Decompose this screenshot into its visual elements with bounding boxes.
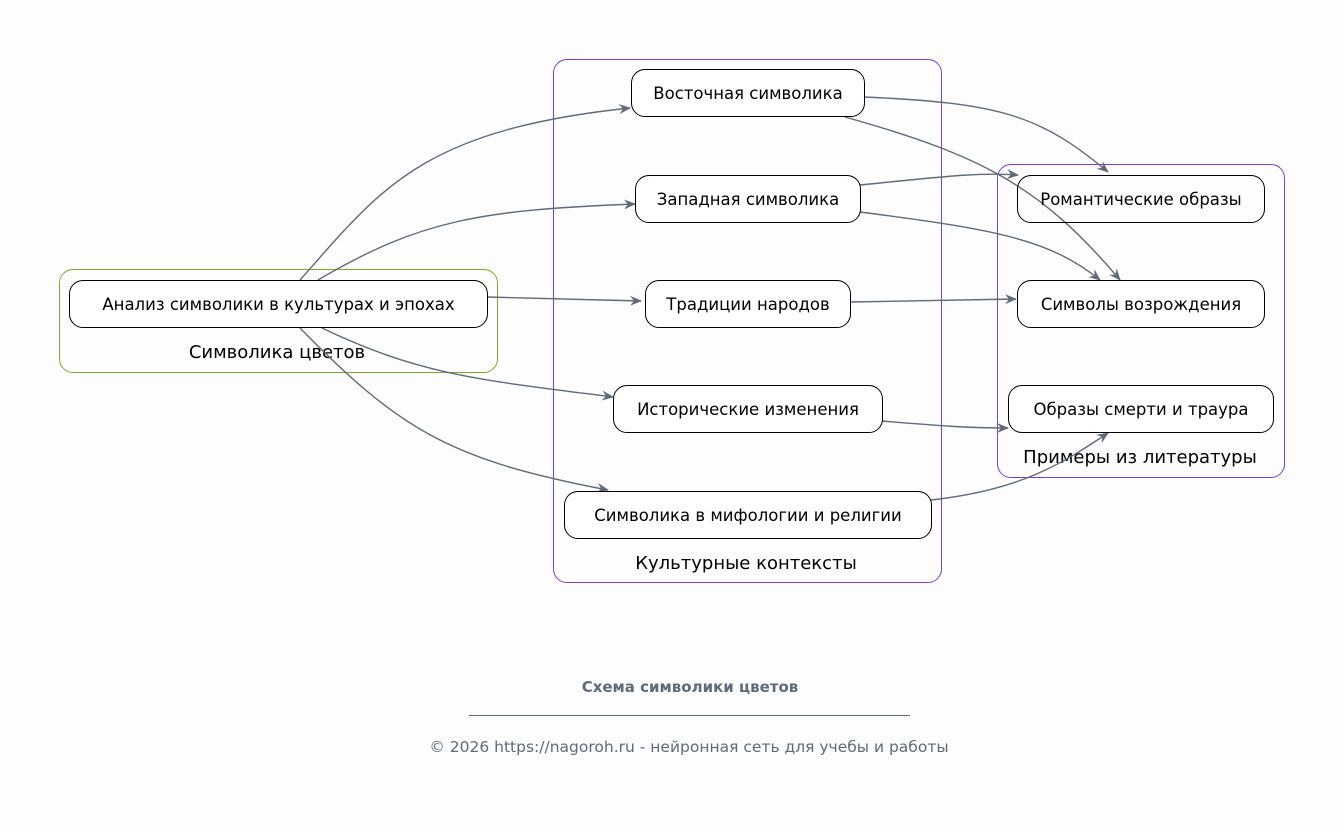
cluster-contexts <box>553 59 942 583</box>
cluster-colors <box>59 269 498 373</box>
edge-analysis-eastern <box>299 104 631 281</box>
edge-western-revival <box>859 211 1101 281</box>
cluster-examples <box>997 164 1285 478</box>
edge-analysis-mythology <box>299 327 609 493</box>
cluster-colors-label: Символика цветов <box>188 342 366 363</box>
edge-analysis-traditions <box>486 295 642 306</box>
node-mythology[interactable]: Символика в мифологии и религии <box>564 491 932 539</box>
node-traditions[interactable]: Традиции народов <box>645 280 851 328</box>
node-death[interactable]: Образы смерти и траура <box>1008 385 1274 433</box>
edge-mythology-death <box>930 432 1109 501</box>
cluster-contexts-label: Культурные контексты <box>635 553 857 574</box>
footer-title: Схема символики цветов <box>581 678 799 696</box>
node-analysis[interactable]: Анализ символики в культурах и эпохах <box>69 280 488 328</box>
edge-historical-death <box>881 420 1009 433</box>
edge-traditions-revival <box>849 294 1017 305</box>
footer-divider <box>469 715 910 716</box>
edge-western-romantic <box>859 169 1019 186</box>
edge-eastern-romantic <box>863 96 1109 173</box>
node-romantic[interactable]: Романтические образы <box>1017 175 1265 223</box>
node-revival[interactable]: Символы возрождения <box>1017 280 1265 328</box>
node-historical[interactable]: Исторические изменения <box>613 385 883 433</box>
edge-analysis-western <box>317 199 636 281</box>
node-western[interactable]: Западная символика <box>635 175 861 223</box>
edge-analysis-historical <box>321 327 614 401</box>
footer-copyright: © 2026 https://nagoroh.ru - нейронная се… <box>429 738 949 756</box>
node-eastern[interactable]: Восточная символика <box>631 69 865 117</box>
edge-eastern-revival <box>844 116 1121 281</box>
cluster-examples-label: Примеры из литературы <box>1023 447 1257 468</box>
